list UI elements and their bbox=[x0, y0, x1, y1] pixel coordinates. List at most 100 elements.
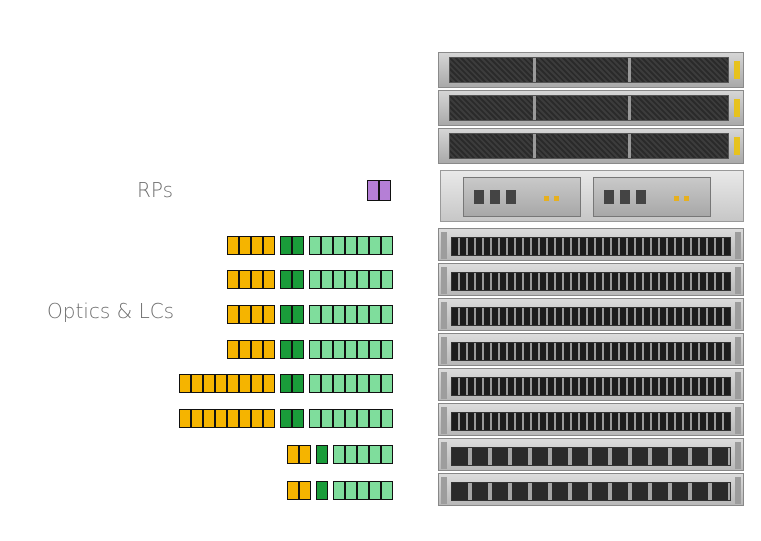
fabric-cell bbox=[333, 270, 345, 289]
fabric-cell bbox=[369, 445, 381, 464]
fabric-cell bbox=[333, 340, 345, 359]
linecard-cell bbox=[316, 481, 328, 500]
optics-cell bbox=[239, 270, 251, 289]
optics-cell bbox=[263, 340, 275, 359]
fabric-cell bbox=[369, 409, 381, 428]
optics-cell bbox=[203, 374, 215, 393]
linecard-cell bbox=[292, 374, 304, 393]
fabric-cell bbox=[345, 374, 357, 393]
fabric-cell bbox=[333, 236, 345, 255]
line-card bbox=[438, 263, 744, 296]
optics-cell bbox=[179, 374, 191, 393]
fabric-cell bbox=[357, 270, 369, 289]
rp-block-row bbox=[0, 180, 761, 201]
optics-cell bbox=[239, 305, 251, 324]
line-card bbox=[438, 228, 744, 261]
fabric-cell bbox=[357, 409, 369, 428]
linecard-cell bbox=[280, 409, 292, 428]
optics-cell bbox=[191, 409, 203, 428]
fabric-cell bbox=[321, 340, 333, 359]
line-card bbox=[438, 403, 744, 436]
optics-cell bbox=[179, 409, 191, 428]
route-processor-card bbox=[463, 177, 581, 217]
router-chassis-image bbox=[432, 52, 756, 514]
fabric-cell bbox=[321, 270, 333, 289]
optics-cell bbox=[215, 409, 227, 428]
fabric-cell bbox=[309, 270, 321, 289]
fabric-cell bbox=[381, 236, 393, 255]
fabric-cell bbox=[345, 340, 357, 359]
lc-row-2 bbox=[0, 270, 761, 291]
optics-cell bbox=[227, 374, 239, 393]
fabric-cell bbox=[309, 409, 321, 428]
fabric-cell bbox=[381, 445, 393, 464]
fabric-cell bbox=[345, 409, 357, 428]
fabric-cell bbox=[381, 409, 393, 428]
lc-row-8 bbox=[0, 481, 761, 502]
optics-cell bbox=[203, 409, 215, 428]
optics-cell bbox=[191, 374, 203, 393]
linecard-cell bbox=[292, 409, 304, 428]
optics-cell bbox=[239, 340, 251, 359]
fabric-cell bbox=[357, 374, 369, 393]
fabric-cell bbox=[321, 409, 333, 428]
linecard-cell bbox=[280, 236, 292, 255]
route-processor-bay bbox=[440, 170, 744, 222]
lc-row-6 bbox=[0, 409, 761, 430]
optics-cell bbox=[263, 374, 275, 393]
optics-cell bbox=[251, 305, 263, 324]
fabric-cell bbox=[369, 374, 381, 393]
fan-tray bbox=[438, 90, 744, 126]
optics-cell bbox=[251, 270, 263, 289]
optics-cell bbox=[299, 445, 311, 464]
fabric-cell bbox=[357, 305, 369, 324]
optics-cell bbox=[251, 236, 263, 255]
fabric-cell bbox=[345, 270, 357, 289]
fabric-cell bbox=[333, 305, 345, 324]
linecard-cell bbox=[280, 270, 292, 289]
optics-lcs-label: Optics & LCs bbox=[47, 299, 175, 323]
fabric-cell bbox=[369, 481, 381, 500]
optics-cell bbox=[227, 305, 239, 324]
optics-cell bbox=[263, 270, 275, 289]
optics-cell bbox=[251, 340, 263, 359]
fabric-cell bbox=[369, 270, 381, 289]
optics-cell bbox=[287, 481, 299, 500]
optics-cell bbox=[251, 409, 263, 428]
fabric-cell bbox=[369, 340, 381, 359]
fabric-cell bbox=[333, 374, 345, 393]
optics-cell bbox=[299, 481, 311, 500]
linecard-cell bbox=[280, 340, 292, 359]
fabric-cell bbox=[321, 236, 333, 255]
fabric-cell bbox=[309, 340, 321, 359]
line-card bbox=[438, 473, 744, 506]
route-processor-card bbox=[593, 177, 711, 217]
fabric-cell bbox=[333, 445, 345, 464]
optics-cell bbox=[287, 445, 299, 464]
fabric-cell bbox=[345, 445, 357, 464]
optics-cell bbox=[227, 409, 239, 428]
optics-cell bbox=[251, 374, 263, 393]
fabric-cell bbox=[369, 236, 381, 255]
optics-cell bbox=[239, 236, 251, 255]
fabric-cell bbox=[309, 305, 321, 324]
lc-row-3 bbox=[0, 305, 761, 326]
fabric-cell bbox=[345, 305, 357, 324]
optics-cell bbox=[263, 236, 275, 255]
linecard-cell bbox=[292, 340, 304, 359]
optics-cell bbox=[227, 340, 239, 359]
fabric-cell bbox=[381, 270, 393, 289]
linecard-cell bbox=[280, 374, 292, 393]
fan-tray bbox=[438, 52, 744, 88]
fabric-cell bbox=[321, 374, 333, 393]
line-card bbox=[438, 438, 744, 471]
fabric-cell bbox=[381, 481, 393, 500]
fabric-cell bbox=[369, 305, 381, 324]
linecard-cell bbox=[280, 305, 292, 324]
optics-cell bbox=[263, 305, 275, 324]
rp-cell bbox=[379, 180, 391, 201]
optics-cell bbox=[215, 374, 227, 393]
fan-tray bbox=[438, 128, 744, 164]
optics-cell bbox=[239, 409, 251, 428]
linecard-cell bbox=[316, 445, 328, 464]
